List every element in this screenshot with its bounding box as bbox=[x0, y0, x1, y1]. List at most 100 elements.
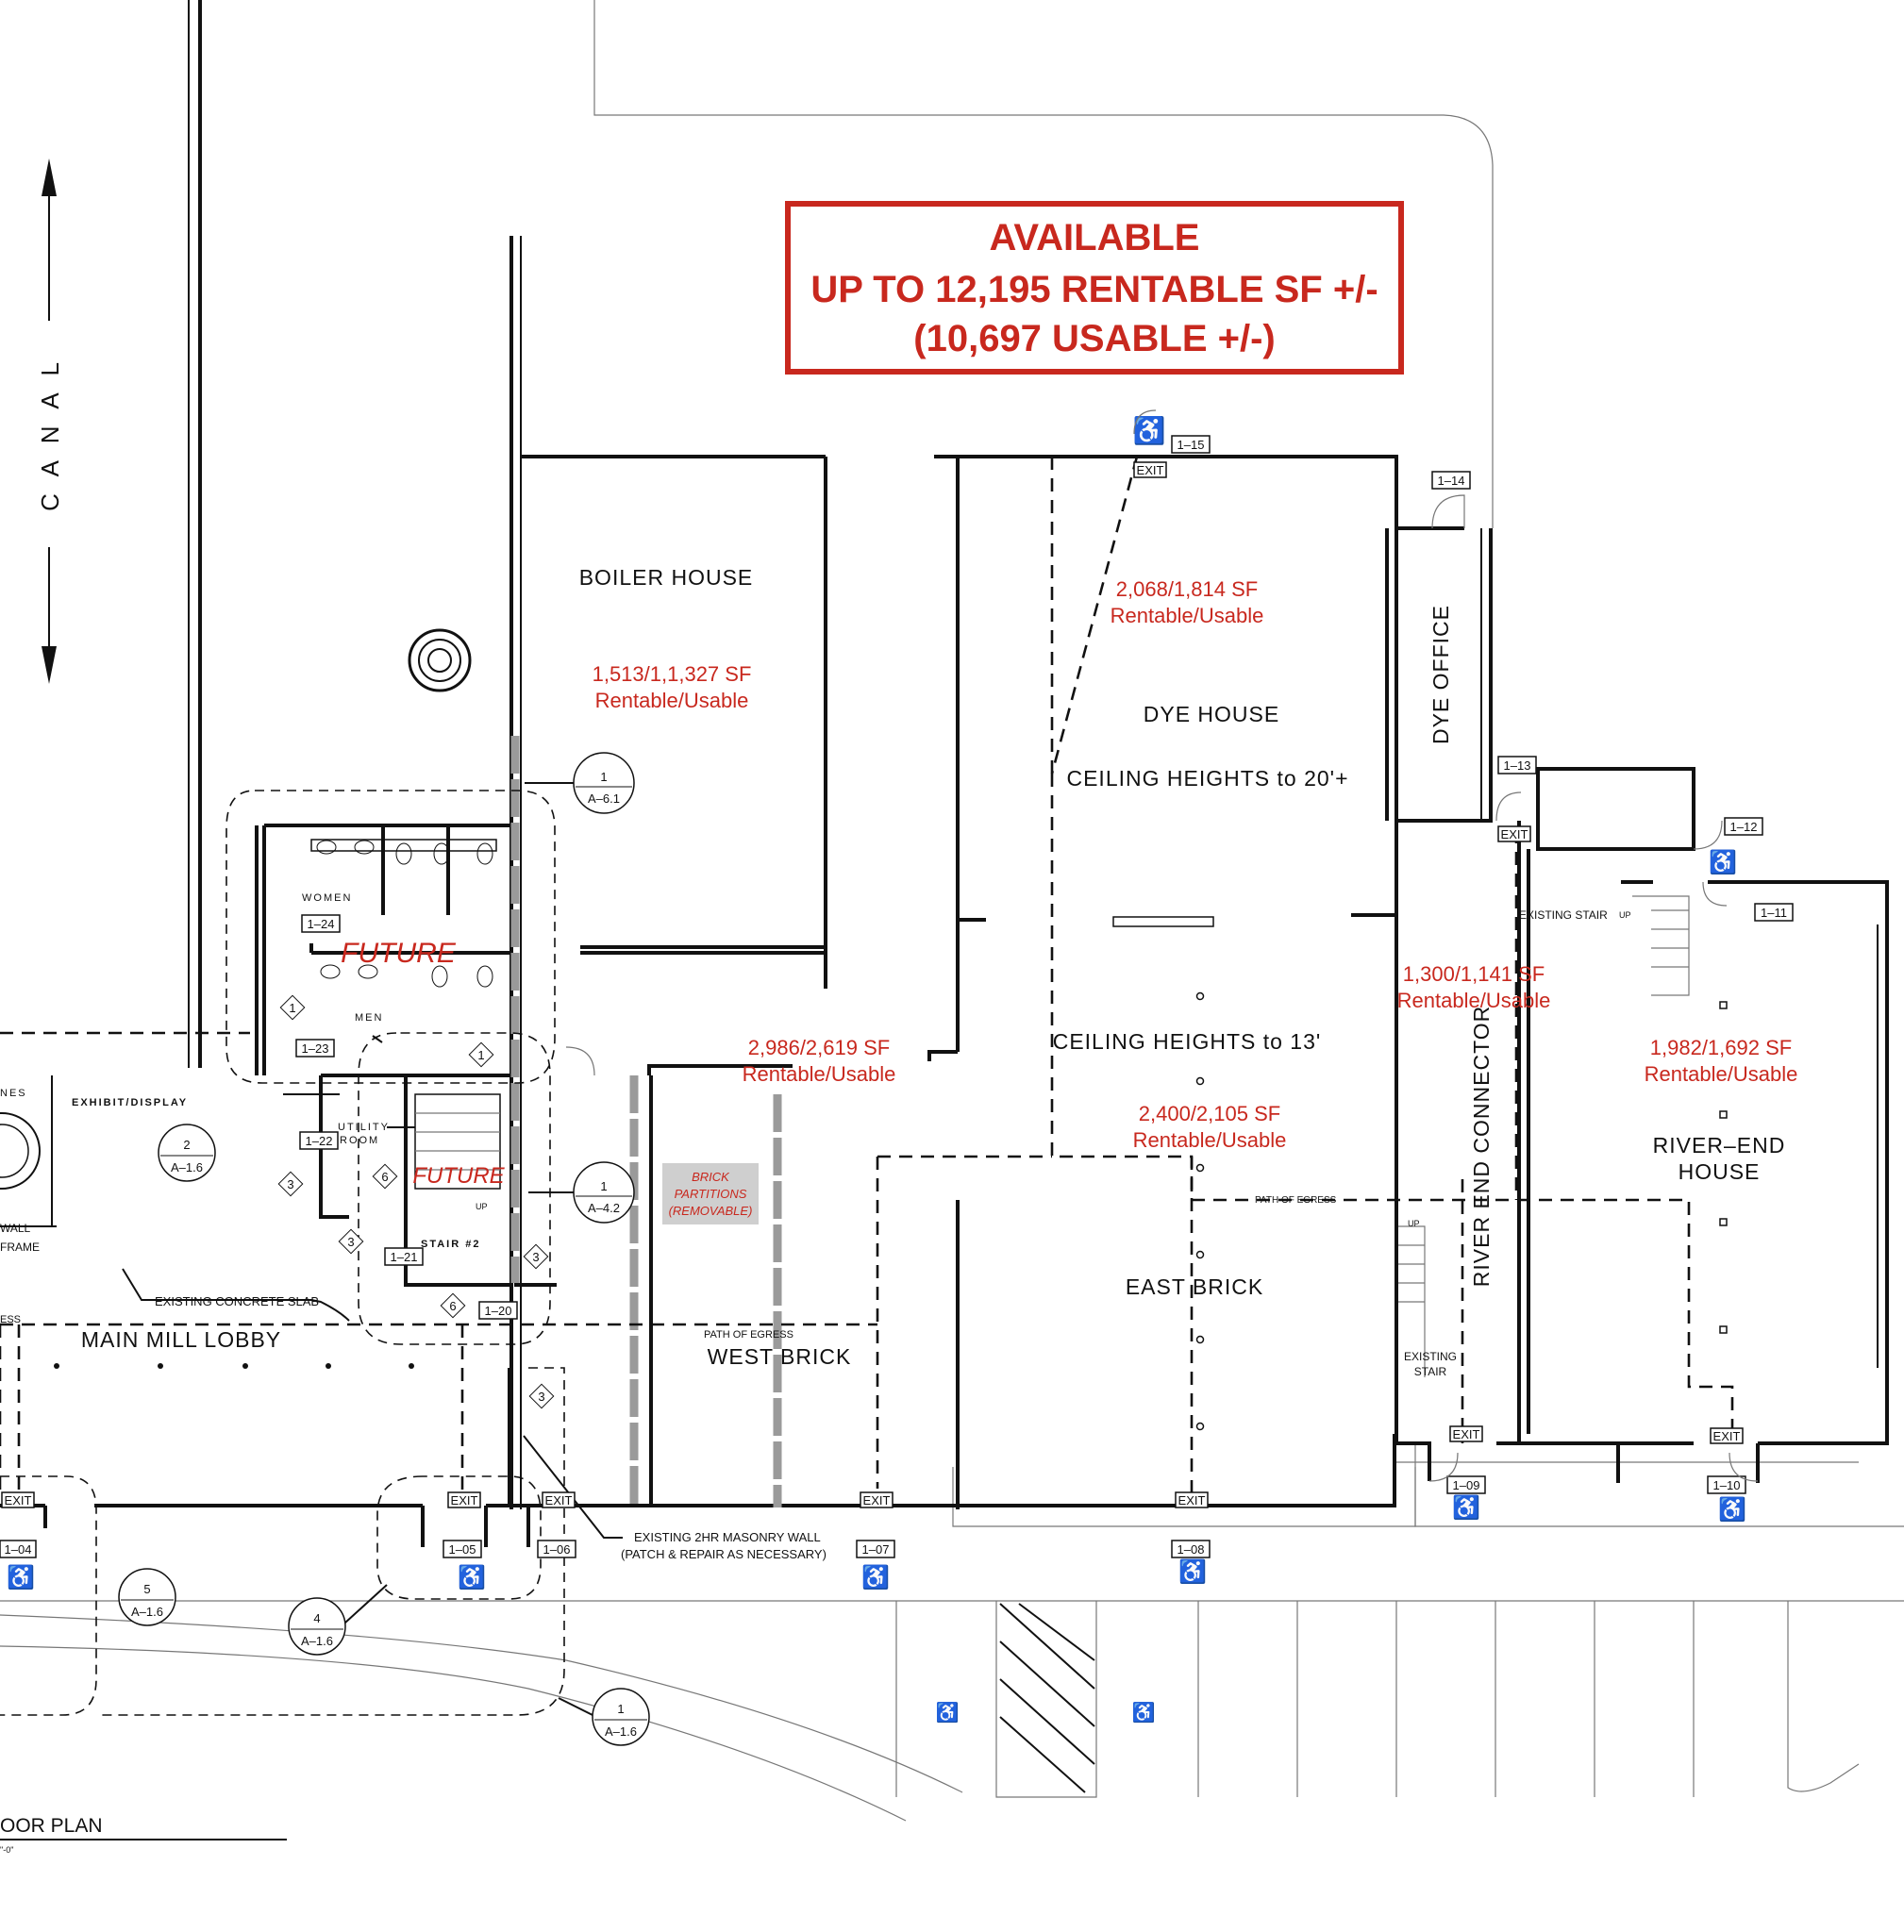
brick-note-2: PARTITIONS bbox=[675, 1187, 747, 1201]
diamond-tag: 1 bbox=[477, 1048, 484, 1062]
diamond-tag: 3 bbox=[347, 1235, 354, 1249]
masonry-note-1: EXISTING 2HR MASONRY WALL bbox=[634, 1530, 821, 1544]
dye-house-label: DYE HOUSE bbox=[1144, 702, 1279, 726]
door-tag: 1–10 bbox=[1713, 1478, 1741, 1492]
nes-fragment: NES bbox=[0, 1088, 27, 1099]
frame-fragment: FRAME bbox=[0, 1241, 40, 1254]
wall-fragment: WALL bbox=[0, 1222, 31, 1235]
callout-number: 1 bbox=[617, 1702, 624, 1716]
men-label: MEN bbox=[355, 1012, 383, 1024]
exit-label: EXIT bbox=[1453, 1427, 1480, 1441]
door-tag: 1–15 bbox=[1177, 438, 1205, 452]
door-tags: 1–15 1–14 1–13 1–12 1–11 1–09 1–10 1–08 … bbox=[0, 435, 1794, 1558]
future-label-1: FUTURE bbox=[341, 938, 457, 969]
stair-2-label: STAIR #2 bbox=[421, 1239, 480, 1250]
door-tag: 1–09 bbox=[1453, 1478, 1480, 1492]
banner-line-1: AVAILABLE bbox=[990, 217, 1200, 258]
door-tag: 1–13 bbox=[1504, 758, 1531, 773]
door-tag: 1–08 bbox=[1177, 1542, 1205, 1557]
plan-scale: "-0" bbox=[0, 1845, 13, 1855]
east-area: 2,400/2,105 SF bbox=[1139, 1102, 1280, 1125]
callout-number: 4 bbox=[313, 1611, 320, 1625]
restroom-fixtures bbox=[0, 839, 1690, 1377]
connector-area: 1,300/1,141 SF bbox=[1403, 962, 1545, 986]
door-tag: 1–07 bbox=[862, 1542, 890, 1557]
banner-line-2: UP TO 12,195 RENTABLE SF +/- bbox=[810, 269, 1378, 310]
boiler-area: 1,513/1,1,327 SF bbox=[593, 662, 752, 686]
callout-ref: A–1.6 bbox=[131, 1605, 163, 1619]
callout-ref: A–4.2 bbox=[588, 1201, 620, 1215]
dye-area: 2,068/1,814 SF bbox=[1116, 577, 1258, 601]
diamond-tag: 6 bbox=[449, 1299, 456, 1313]
door-tag: 1–22 bbox=[306, 1134, 333, 1148]
existing-stair-note-2a: EXISTING bbox=[1404, 1350, 1457, 1363]
diamond-tag: 6 bbox=[381, 1170, 388, 1184]
exit-tags: EXIT EXIT EXIT EXIT EXIT EXIT EXIT EXIT … bbox=[1, 461, 1744, 1508]
accessibility-icons: ♿ ♿ ♿ ♿ ♿ ♿ ♿ ♿ ♿ ♿ bbox=[7, 415, 1746, 1724]
exit-label: EXIT bbox=[863, 1493, 891, 1507]
accessibility-icon: ♿ bbox=[1718, 1496, 1746, 1523]
banner-line-3: (10,697 USABLE +/-) bbox=[913, 318, 1275, 359]
exit-label: EXIT bbox=[545, 1493, 573, 1507]
room-labels: BOILER HOUSE DYE HOUSE CEILING HEIGHTS t… bbox=[72, 565, 1786, 1369]
mid-area-type: Rentable/Usable bbox=[743, 1062, 896, 1086]
path-egress-2: PATH OF EGRESS bbox=[1255, 1195, 1337, 1206]
callout-number: 1 bbox=[600, 1179, 607, 1193]
accessibility-icon: ♿ bbox=[1178, 1558, 1207, 1585]
plan-title: OOR PLAN bbox=[0, 1815, 103, 1837]
diamond-tag: 3 bbox=[287, 1177, 293, 1191]
door-tag: 1–12 bbox=[1730, 820, 1758, 834]
section-callouts: 1 A–6.1 1 A–4.2 2 A–1.6 4 A–1.6 5 A–1.6 … bbox=[118, 752, 650, 1746]
accessibility-icon: ♿ bbox=[861, 1564, 890, 1591]
utility-room-label-2: ROOM bbox=[340, 1135, 379, 1146]
exit-label: EXIT bbox=[5, 1493, 32, 1507]
boiler-house-label: BOILER HOUSE bbox=[579, 565, 754, 590]
door-tag: 1–23 bbox=[302, 1041, 329, 1056]
door-tag: 1–20 bbox=[485, 1304, 512, 1318]
up-note-2: UP bbox=[1619, 910, 1631, 920]
canal-label: C A N A L bbox=[36, 357, 64, 511]
river-end-house-label-1: RIVER–END bbox=[1653, 1133, 1786, 1158]
brick-note-1: BRICK bbox=[692, 1170, 730, 1184]
exit-label: EXIT bbox=[1178, 1493, 1206, 1507]
callout-number: 5 bbox=[143, 1582, 150, 1596]
door-tag: 1–24 bbox=[308, 917, 335, 931]
mid-area: 2,986/2,619 SF bbox=[748, 1036, 890, 1059]
accessibility-icon: ♿ bbox=[1709, 849, 1737, 875]
diamond-tag: 3 bbox=[532, 1250, 539, 1264]
callout-number: 2 bbox=[183, 1138, 190, 1152]
dye-office-label: DYE OFFICE bbox=[1428, 605, 1453, 744]
river-end-connector-label: RIVER END CONNECTOR bbox=[1469, 1006, 1494, 1287]
existing-slab-note: EXISTING CONCRETE SLAB bbox=[155, 1294, 319, 1308]
river-end-house-label-2: HOUSE bbox=[1679, 1159, 1761, 1184]
availability-banner: AVAILABLE UP TO 12,195 RENTABLE SF +/- (… bbox=[785, 201, 1404, 375]
connector-area-type: Rentable/Usable bbox=[1397, 989, 1551, 1012]
existing-stair-note-2b: STAIR bbox=[1414, 1365, 1447, 1378]
accessibility-icon: ♿ bbox=[1452, 1494, 1480, 1521]
area-labels: 1,513/1,1,327 SF Rentable/Usable 2,068/1… bbox=[593, 577, 1798, 1152]
canal-marker: C A N A L bbox=[36, 158, 64, 684]
accessibility-icon: ♿ bbox=[458, 1564, 486, 1591]
future-label-2: FUTURE bbox=[412, 1163, 505, 1189]
diamond-tag: 1 bbox=[289, 1001, 295, 1015]
accessibility-icon: ♿ bbox=[1133, 415, 1166, 446]
main-mill-lobby-label: MAIN MILL LOBBY bbox=[81, 1327, 281, 1352]
accessibility-icon: ♿ bbox=[936, 1701, 960, 1724]
door-tag: 1–04 bbox=[5, 1542, 32, 1557]
ceiling-13-label: CEILING HEIGHTS to 13' bbox=[1053, 1029, 1322, 1054]
masonry-note-2: (PATCH & REPAIR AS NECESSARY) bbox=[621, 1547, 827, 1561]
river-area-type: Rentable/Usable bbox=[1645, 1062, 1798, 1086]
door-tag: 1–14 bbox=[1438, 474, 1465, 488]
structural-columns bbox=[54, 916, 1728, 1431]
existing-stair-note-1: EXISTING STAIR bbox=[1519, 908, 1608, 922]
boiler-area-type: Rentable/Usable bbox=[595, 689, 749, 712]
exhibit-display-label: EXHIBIT/DISPLAY bbox=[72, 1097, 188, 1108]
callout-ref: A–1.6 bbox=[171, 1160, 203, 1174]
exit-label: EXIT bbox=[1501, 827, 1528, 841]
plan-notes: BRICK PARTITIONS (REMOVABLE) EXISTING CO… bbox=[0, 908, 1631, 1855]
door-tag: 1–11 bbox=[1761, 906, 1787, 920]
exit-label: EXIT bbox=[1713, 1429, 1741, 1443]
path-egress-1: PATH OF EGRESS bbox=[704, 1329, 793, 1341]
women-label: WOMEN bbox=[302, 892, 352, 904]
